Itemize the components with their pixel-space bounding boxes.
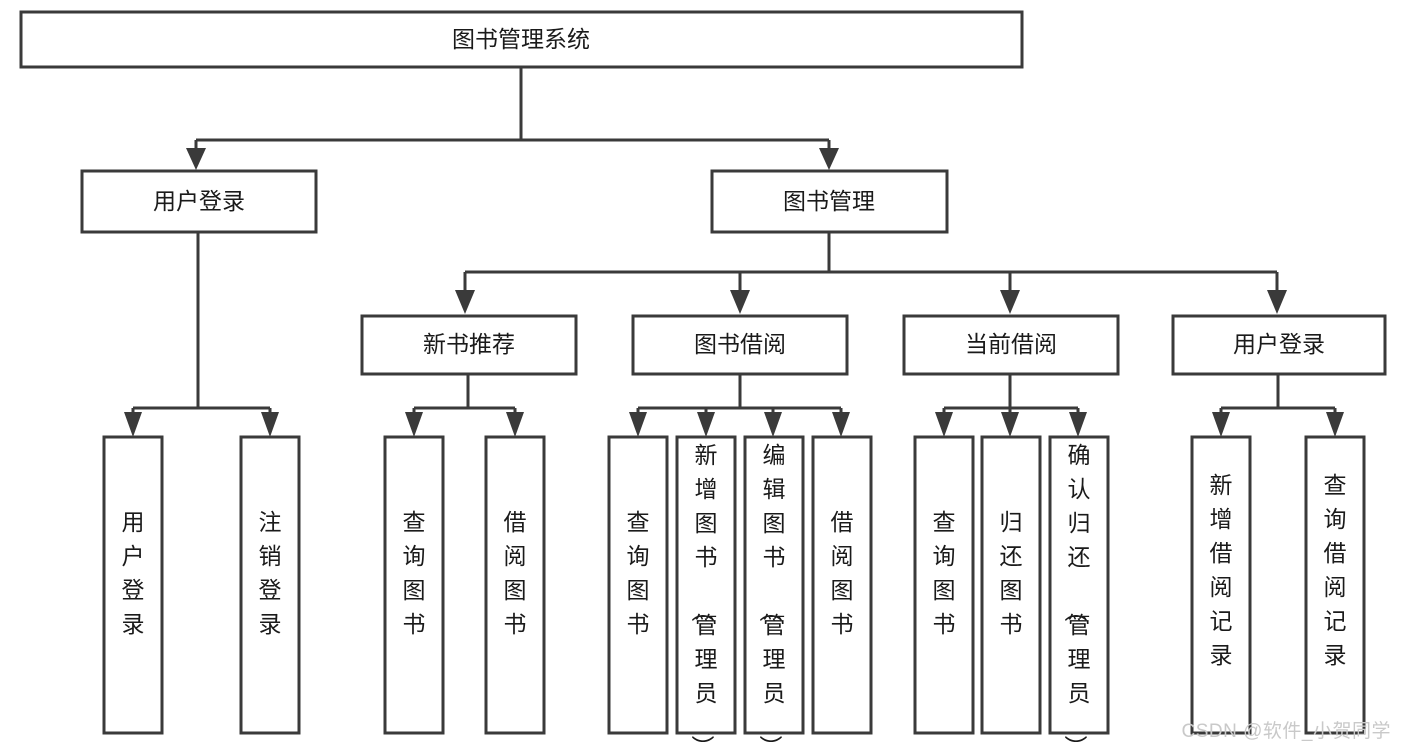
- node-leaf-query-book-2-label: 查询图书: [627, 509, 650, 637]
- node-leaf-edit-book-box[interactable]: [743, 435, 805, 735]
- node-book-borrow-label: 图书借阅: [694, 331, 786, 357]
- node-leaf-add-record-box[interactable]: [1190, 435, 1252, 735]
- arrow-head-icon: [1000, 290, 1020, 314]
- node-current-borrow-label: 当前借阅: [965, 331, 1057, 357]
- node-current-borrow-box[interactable]: [902, 314, 1120, 376]
- node-new-book-rec-label: 新书推荐: [423, 331, 515, 357]
- arrow-head-icon: [1267, 290, 1287, 314]
- node-leaf-query-book-2-box[interactable]: [607, 435, 669, 735]
- node-user-login-label: 用户登录: [153, 188, 245, 214]
- node-leaf-borrow-book-2-label: 借阅图书: [831, 509, 854, 637]
- arrow-head-icon: [935, 412, 953, 437]
- node-leaf-user-login-box[interactable]: [102, 435, 164, 735]
- node-leaf-add-book-box[interactable]: [675, 435, 737, 735]
- arrow-head-icon: [629, 412, 647, 437]
- node-leaf-confirm-return[interactable]: 确认归还（管理员）: [1048, 435, 1110, 747]
- arrowhead-layer: [124, 148, 1344, 437]
- node-leaf-return-book-box[interactable]: [980, 435, 1042, 735]
- node-book-borrow[interactable]: 图书借阅: [631, 314, 849, 376]
- node-leaf-confirm-return-box[interactable]: [1048, 435, 1110, 735]
- node-book-borrow-box[interactable]: [631, 314, 849, 376]
- node-root-box[interactable]: [19, 10, 1024, 69]
- arrow-head-icon: [764, 412, 782, 437]
- node-borrow-record-box[interactable]: [1171, 314, 1387, 376]
- node-user-login-box[interactable]: [80, 169, 318, 234]
- node-leaf-logout-box[interactable]: [239, 435, 301, 735]
- node-leaf-query-record[interactable]: 查询借阅记录: [1304, 435, 1366, 735]
- node-book-manage-box[interactable]: [710, 169, 949, 234]
- node-leaf-borrow-book-1[interactable]: 借阅图书: [484, 435, 546, 735]
- node-leaf-query-book-1[interactable]: 查询图书: [383, 435, 445, 735]
- node-leaf-return-book[interactable]: 归还图书: [980, 435, 1042, 735]
- arrow-head-icon: [506, 412, 524, 437]
- node-root[interactable]: 图书管理系统: [19, 10, 1024, 69]
- node-leaf-borrow-book-2[interactable]: 借阅图书: [811, 435, 873, 735]
- node-new-book-rec-box[interactable]: [360, 314, 578, 376]
- node-new-book-rec[interactable]: 新书推荐: [360, 314, 578, 376]
- node-leaf-borrow-book-1-label: 借阅图书: [504, 509, 527, 637]
- arrow-head-icon: [261, 412, 279, 437]
- node-borrow-record-label: 用户登录: [1233, 331, 1325, 357]
- arrow-head-icon: [730, 290, 750, 314]
- connector-userlogin-bus: [131, 232, 272, 429]
- node-leaf-confirm-return-label: 确认归还（管理员）: [1063, 442, 1091, 747]
- node-leaf-query-book-1-label: 查询图书: [403, 509, 426, 637]
- node-leaf-add-record-label: 新增借阅记录: [1210, 472, 1233, 668]
- node-book-manage-label: 图书管理: [783, 188, 875, 214]
- arrow-head-icon: [1212, 412, 1230, 437]
- node-leaf-add-record[interactable]: 新增借阅记录: [1190, 435, 1252, 735]
- node-leaf-query-record-label: 查询借阅记录: [1324, 472, 1347, 668]
- node-leaf-edit-book-label: 编辑图书（管理员）: [758, 442, 786, 747]
- connector-newbookrec-bus: [412, 375, 517, 429]
- node-leaf-add-book-label: 新增图书（管理员）: [690, 442, 718, 747]
- node-leaf-edit-book[interactable]: 编辑图书（管理员）: [743, 435, 805, 747]
- node-leaf-user-login-label: 用户登录: [122, 509, 145, 637]
- arrow-head-icon: [455, 290, 475, 314]
- node-leaf-query-book-3[interactable]: 查询图书: [913, 435, 975, 735]
- connector-bookborrow-bus: [636, 375, 843, 429]
- node-leaf-query-record-box[interactable]: [1304, 435, 1366, 735]
- arrow-head-icon: [186, 148, 206, 170]
- node-leaf-query-book-3-box[interactable]: [913, 435, 975, 735]
- arrow-head-icon: [819, 148, 839, 170]
- node-user-login[interactable]: 用户登录: [80, 169, 318, 234]
- node-leaf-query-book-3-label: 查询图书: [933, 509, 956, 637]
- arrow-head-icon: [697, 412, 715, 437]
- arrow-head-icon: [405, 412, 423, 437]
- node-leaf-borrow-book-1-box[interactable]: [484, 435, 546, 735]
- node-leaf-return-book-label: 归还图书: [1000, 509, 1023, 637]
- node-root-label: 图书管理系统: [452, 26, 590, 52]
- connector-borrowrecord-bus: [1219, 375, 1337, 429]
- node-leaf-query-book-1-box[interactable]: [383, 435, 445, 735]
- node-leaf-logout-label: 注销登录: [259, 509, 282, 637]
- node-leaf-add-book[interactable]: 新增图书（管理员）: [675, 435, 737, 747]
- arrow-head-icon: [1069, 412, 1087, 437]
- connector-layer: [131, 67, 1337, 429]
- arrow-head-icon: [124, 412, 142, 437]
- node-book-manage[interactable]: 图书管理: [710, 169, 949, 234]
- connector-bookmanage-bus: [463, 232, 1279, 307]
- node-current-borrow[interactable]: 当前借阅: [902, 314, 1120, 376]
- node-leaf-query-book-2[interactable]: 查询图书: [607, 435, 669, 735]
- connector-root-bus: [194, 67, 831, 163]
- node-leaf-borrow-book-2-box[interactable]: [811, 435, 873, 735]
- node-leaf-logout[interactable]: 注销登录: [239, 435, 301, 735]
- arrow-head-icon: [1326, 412, 1344, 437]
- node-borrow-record[interactable]: 用户登录: [1171, 314, 1387, 376]
- node-leaf-user-login[interactable]: 用户登录: [102, 435, 164, 735]
- arrow-head-icon: [1001, 412, 1019, 437]
- arrow-head-icon: [832, 412, 850, 437]
